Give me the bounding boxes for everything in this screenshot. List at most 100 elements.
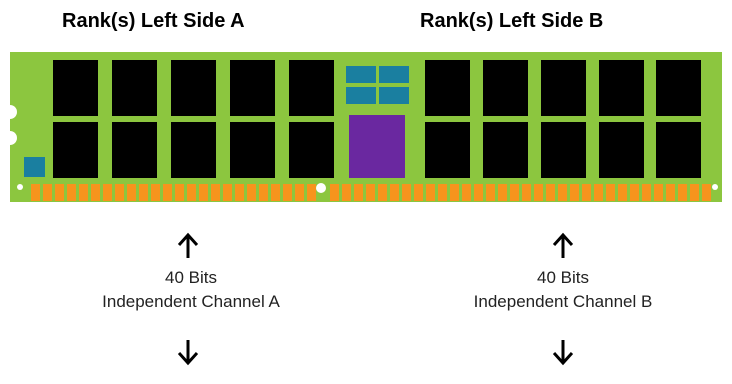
contact-pin-32	[414, 184, 423, 201]
arrow-up-icon	[177, 232, 199, 258]
contact-pin-13	[175, 184, 184, 201]
key-notch	[316, 183, 326, 193]
contact-pin-15	[199, 184, 208, 201]
contact-pin-14	[187, 184, 196, 201]
contact-pin-45	[570, 184, 579, 201]
contact-pin-36	[462, 184, 471, 201]
channel-b-caption: 40 Bits Independent Channel B	[413, 266, 713, 314]
contact-pin-22	[283, 184, 292, 201]
contact-pin-54	[678, 184, 687, 201]
dram-chip-b-3	[541, 60, 586, 116]
dram-chip-a-2	[112, 60, 157, 116]
channel-b-bits: 40 Bits	[537, 268, 589, 287]
dram-chip-b-10	[656, 122, 701, 178]
contact-pin-35	[450, 184, 459, 201]
contact-pin-20	[259, 184, 268, 201]
side-a-title: Rank(s) Left Side A	[62, 10, 245, 32]
contact-pin-24	[307, 184, 316, 201]
dram-chip-b-5	[656, 60, 701, 116]
contact-pin-47	[594, 184, 603, 201]
dram-chip-b-7	[483, 122, 528, 178]
dram-chip-a-9	[230, 122, 275, 178]
contact-pin-29	[378, 184, 387, 201]
contact-pin-46	[582, 184, 591, 201]
contact-pin-9	[127, 184, 136, 201]
contact-pin-38	[486, 184, 495, 201]
contact-pin-23	[295, 184, 304, 201]
dram-chip-b-9	[599, 122, 644, 178]
chip-group-side-b	[425, 60, 701, 178]
contact-pin-50	[630, 184, 639, 201]
contact-pin-25	[330, 184, 339, 201]
channel-b-name: Independent Channel B	[473, 292, 653, 311]
contact-pin-31	[402, 184, 411, 201]
contact-pin-1	[31, 184, 40, 201]
dram-chip-a-7	[112, 122, 157, 178]
contact-pin-5	[79, 184, 88, 201]
dram-chip-b-8	[541, 122, 586, 178]
spd-chip-3	[346, 87, 376, 104]
spd-chip-2	[379, 66, 409, 83]
dram-chip-a-5	[289, 60, 334, 116]
contact-pin-27	[354, 184, 363, 201]
contact-pin-2	[43, 184, 52, 201]
dram-chip-a-4	[230, 60, 275, 116]
left-notch-bottom	[3, 131, 17, 145]
contact-pin-41	[522, 184, 531, 201]
side-b-title: Rank(s) Left Side B	[420, 10, 604, 32]
contact-pin-21	[271, 184, 280, 201]
chip-group-side-a	[53, 60, 334, 178]
contact-pin-51	[642, 184, 651, 201]
contact-pin-40	[510, 184, 519, 201]
channel-a-bits: 40 Bits	[165, 268, 217, 287]
pmic-chip	[349, 115, 405, 178]
channel-a-name: Independent Channel A	[102, 292, 280, 311]
contact-pin-10	[139, 184, 148, 201]
contact-pin-44	[558, 184, 567, 201]
contact-pin-17	[223, 184, 232, 201]
spd-chips	[346, 66, 409, 104]
contact-pin-48	[606, 184, 615, 201]
contact-pin-8	[115, 184, 124, 201]
dram-chip-b-6	[425, 122, 470, 178]
contact-pin-42	[534, 184, 543, 201]
contact-pin-7	[103, 184, 112, 201]
contact-pin-33	[426, 184, 435, 201]
contact-pin-28	[366, 184, 375, 201]
arrow-down-icon	[177, 340, 199, 366]
contact-pin-6	[91, 184, 100, 201]
contact-pin-56	[702, 184, 711, 201]
arrow-down-icon	[552, 340, 574, 366]
channel-a-caption: 40 Bits Independent Channel A	[41, 266, 341, 314]
small-hole-right	[712, 184, 718, 190]
small-hole-left	[17, 184, 23, 190]
contact-pin-30	[390, 184, 399, 201]
contact-pin-43	[546, 184, 555, 201]
dram-chip-a-8	[171, 122, 216, 178]
contact-pin-53	[666, 184, 675, 201]
contact-pin-39	[498, 184, 507, 201]
left-notch-top	[3, 105, 17, 119]
contact-pin-26	[342, 184, 351, 201]
contact-pin-52	[654, 184, 663, 201]
dram-chip-a-10	[289, 122, 334, 178]
dram-chip-a-6	[53, 122, 98, 178]
contact-pin-55	[690, 184, 699, 201]
contact-pin-11	[151, 184, 160, 201]
dram-chip-b-2	[483, 60, 528, 116]
dram-chip-b-1	[425, 60, 470, 116]
spd-chip-4	[379, 87, 409, 104]
dram-chip-a-1	[53, 60, 98, 116]
contact-pin-19	[247, 184, 256, 201]
contact-pin-37	[474, 184, 483, 201]
dram-chip-a-3	[171, 60, 216, 116]
contact-pin-16	[211, 184, 220, 201]
contact-pin-34	[438, 184, 447, 201]
contact-pin-18	[235, 184, 244, 201]
dram-chip-b-4	[599, 60, 644, 116]
contact-pin-3	[55, 184, 64, 201]
contact-pin-4	[67, 184, 76, 201]
arrow-up-icon	[552, 232, 574, 258]
contact-pin-12	[163, 184, 172, 201]
